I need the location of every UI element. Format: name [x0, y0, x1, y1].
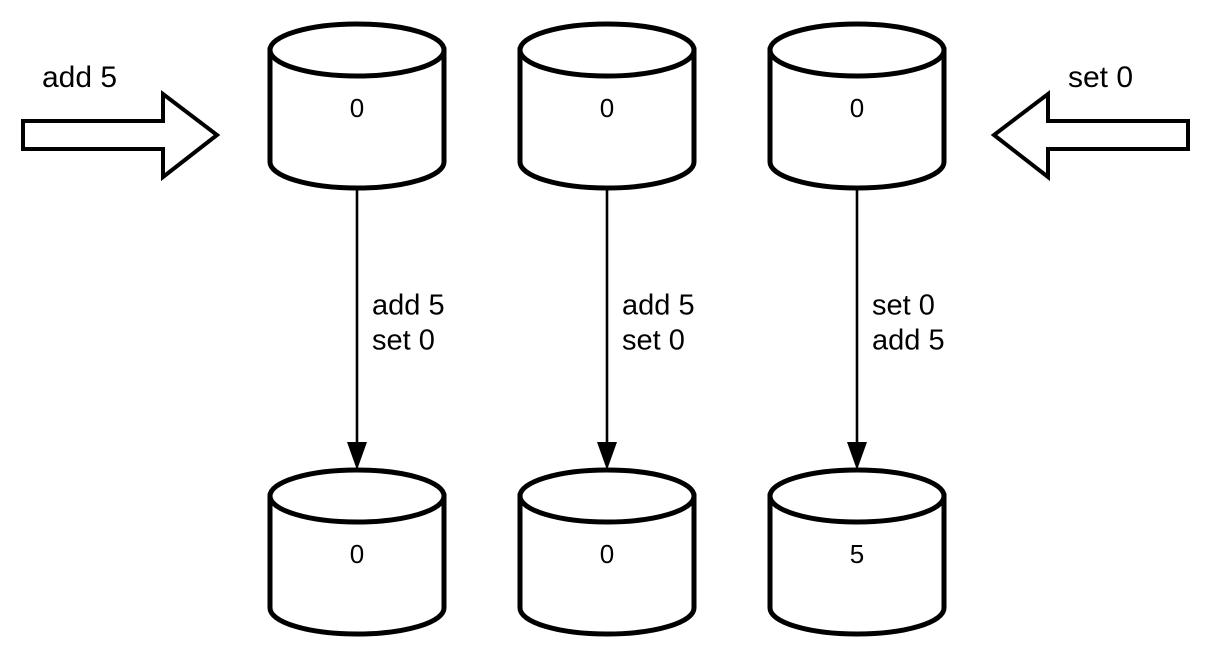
transition-2-label-line-2: set 0 — [622, 325, 685, 357]
transition-1-label-line-2: set 0 — [372, 325, 435, 357]
external-op-left-label: add 5 — [42, 61, 117, 94]
cylinder-top-ellipse — [267, 21, 447, 79]
replica-2-before[interactable]: 0 — [517, 21, 697, 191]
external-op-right-arrow[interactable] — [990, 89, 1190, 182]
cylinder-top-ellipse — [267, 467, 447, 525]
cylinder-top-ellipse — [767, 467, 947, 525]
transition-2-connector — [597, 188, 617, 470]
cylinder-top-ellipse — [517, 467, 697, 525]
replica-value: 5 — [850, 539, 864, 569]
block-arrow-right-shape — [21, 89, 221, 182]
block-arrow-left-shape — [990, 89, 1190, 182]
replica-value: 0 — [850, 93, 864, 123]
transition-3-label-line-1: set 0 — [872, 290, 935, 322]
cylinder-top-ellipse — [517, 21, 697, 79]
transition-1-label-line-1: add 5 — [372, 290, 445, 322]
connector-arrowhead — [347, 442, 367, 470]
cylinder-body — [767, 493, 947, 637]
replica-value: 0 — [600, 93, 614, 123]
cylinder-body — [767, 47, 947, 191]
cylinder-body — [517, 493, 697, 637]
replica-1-after[interactable]: 0 — [267, 467, 447, 637]
cylinder-body — [267, 47, 447, 191]
connector-arrowhead — [597, 442, 617, 470]
transition-3-label-line-2: add 5 — [872, 325, 945, 357]
replica-value: 0 — [350, 539, 364, 569]
external-op-left-arrow[interactable] — [21, 89, 221, 182]
replica-1-before[interactable]: 0 — [267, 21, 447, 191]
replica-value: 0 — [350, 93, 364, 123]
replica-3-after[interactable]: 5 — [767, 467, 947, 637]
transition-3-connector — [847, 188, 867, 470]
transition-2-label-line-1: add 5 — [622, 290, 695, 322]
replica-value: 0 — [600, 539, 614, 569]
connector-arrowhead — [847, 442, 867, 470]
replica-3-before[interactable]: 0 — [767, 21, 947, 191]
cylinder-body — [517, 47, 697, 191]
replica-2-after[interactable]: 0 — [517, 467, 697, 637]
external-op-right-label: set 0 — [1068, 61, 1133, 94]
cylinder-top-ellipse — [767, 21, 947, 79]
cylinder-body — [267, 493, 447, 637]
transition-1-connector — [347, 188, 367, 470]
